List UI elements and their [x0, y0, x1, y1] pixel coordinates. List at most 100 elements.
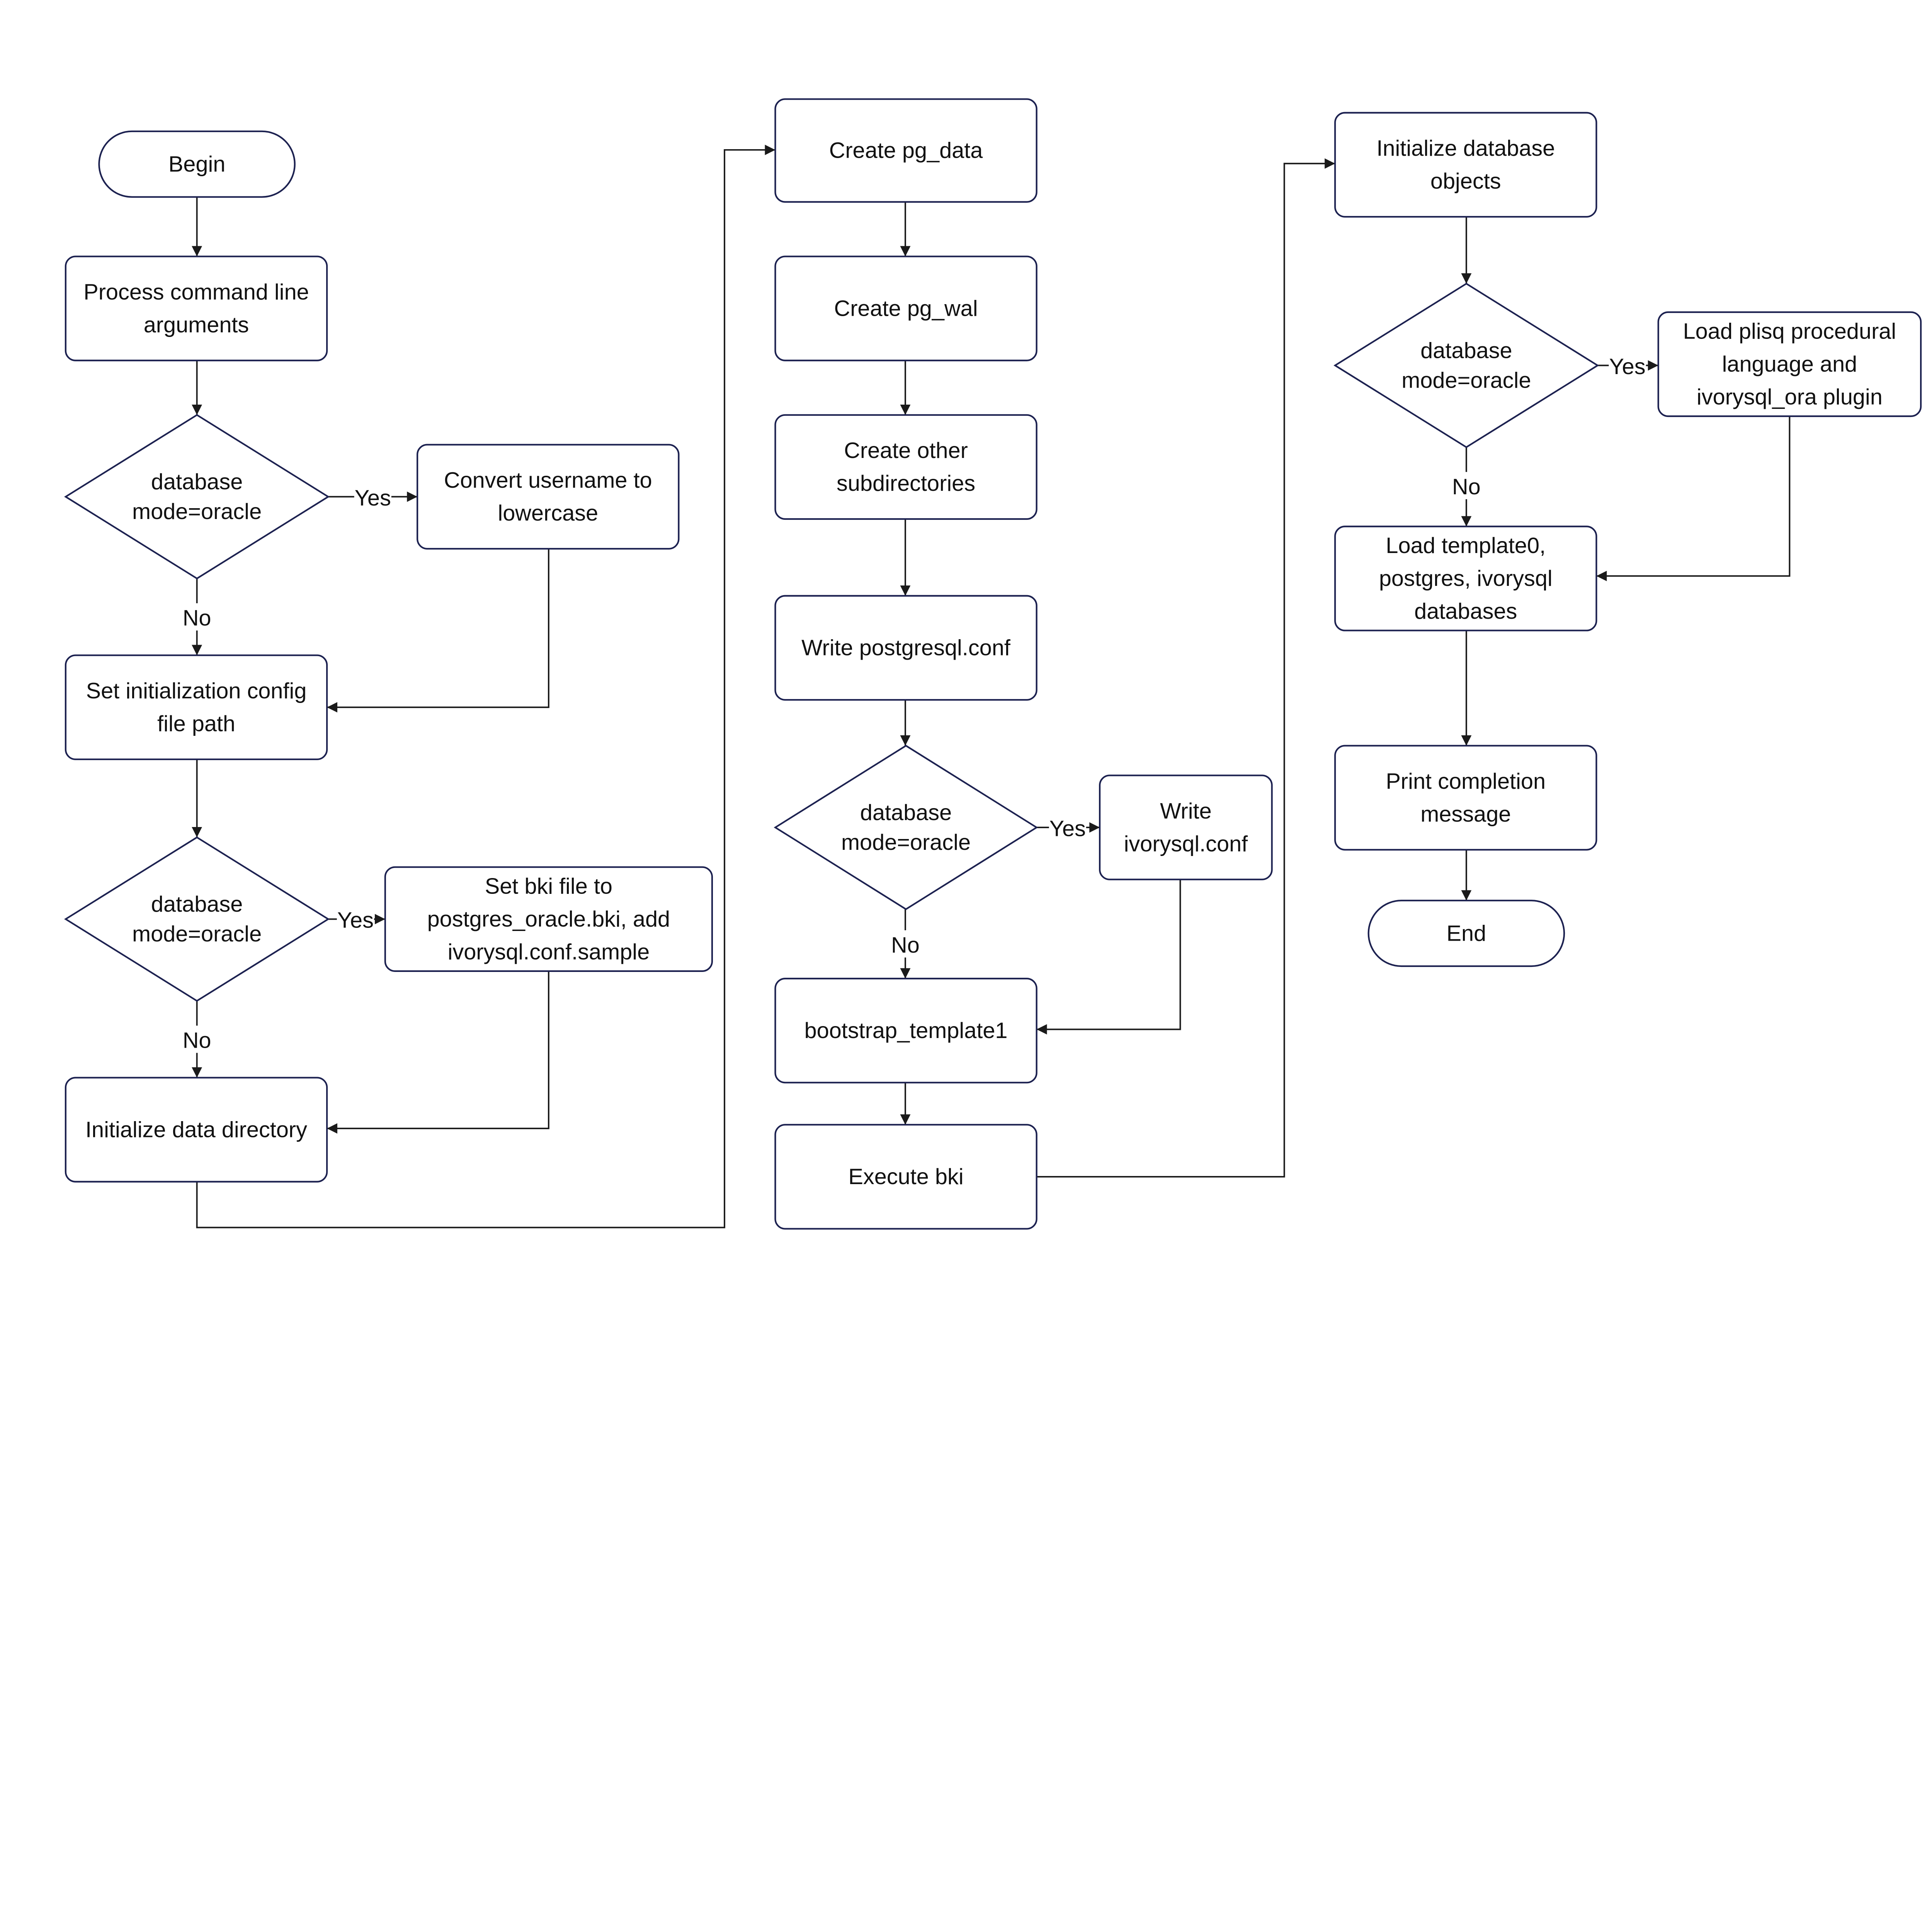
node-label-line: database — [151, 470, 243, 494]
edge-label-no: No — [183, 1028, 211, 1053]
node-label-line: databases — [1414, 599, 1517, 624]
node-label-line: ivorysql_ora plugin — [1697, 385, 1883, 410]
terminal-box — [1367, 900, 1565, 967]
edge-label-bg — [337, 905, 374, 933]
process-box — [65, 1077, 328, 1183]
terminal-box — [98, 130, 296, 198]
node-label-line: ivorysql.conf — [1124, 832, 1248, 856]
edge-label-bg — [1049, 813, 1086, 841]
node-label: Set bki file to postgres_oracle.bki, add i… — [427, 874, 670, 965]
node-label-line: Create pg_wal — [834, 296, 978, 321]
node-create-pg-data: Create pg_data — [774, 98, 1037, 203]
node-label-line: language and — [1722, 352, 1857, 377]
node-begin: Begin — [98, 130, 296, 198]
process-box — [774, 98, 1037, 203]
process-box — [774, 595, 1037, 701]
node-label-line: mode=oracle — [132, 499, 262, 524]
edge-label-bg — [886, 930, 924, 958]
edge-load-plisql-to-load-templates — [1596, 416, 1791, 581]
node-label: Create other subdirectories — [837, 438, 975, 496]
edge-label-no: No — [1452, 475, 1481, 499]
process-box — [417, 444, 680, 550]
node-set-config-path: Set initialization config file path — [65, 654, 328, 760]
process-box — [1334, 745, 1597, 851]
node-label-line: ivorysql.conf.sample — [448, 939, 650, 964]
decision-diamond — [1333, 283, 1599, 448]
node-label-line: Write — [1160, 799, 1212, 824]
node-label-line: postgres_oracle.bki, add — [427, 907, 670, 932]
node-label-line: Execute bki — [848, 1164, 963, 1189]
edge-set-bki-to-init-data-dir — [327, 971, 549, 1134]
node-decision4: database mode=oracle — [1333, 283, 1599, 448]
node-decision1: database mode=oracle — [64, 414, 330, 580]
node-init-data-dir: Initialize data directory — [65, 1077, 328, 1183]
node-label-line: Set initialization config — [86, 679, 307, 703]
process-box — [1334, 112, 1597, 218]
edge-label-bg — [354, 483, 391, 511]
process-box — [384, 866, 713, 972]
node-label-line: database — [1420, 338, 1512, 363]
edge-label-no: No — [183, 606, 211, 631]
node-label-line: subdirectories — [837, 471, 975, 496]
edge-execute-bki-to-init-db-objects — [1036, 158, 1335, 1178]
node-label-line: lowercase — [498, 501, 598, 526]
node-decision2: database mode=oracle — [64, 836, 330, 1002]
node-label-line: mode=oracle — [1401, 368, 1531, 393]
process-box — [774, 414, 1037, 520]
process-box — [1657, 311, 1922, 417]
node-label: Write ivorysql.conf — [1124, 799, 1248, 856]
node-label-line: database — [151, 892, 243, 917]
node-execute-bki: Execute bki — [774, 1124, 1037, 1230]
process-box — [65, 654, 328, 760]
node-label-line: Initialize database — [1376, 136, 1555, 161]
edge-label-yes: Yes — [1049, 817, 1086, 841]
node-label-line: Begin — [168, 152, 226, 177]
node-label-line: Create pg_data — [829, 138, 983, 163]
edge-label-yes: Yes — [355, 486, 391, 511]
node-label: database mode=oracle — [132, 892, 262, 946]
edge-label-no: No — [891, 933, 920, 958]
node-label: database mode=oracle — [132, 470, 262, 524]
edge-write-ivorysql-conf-to-bootstrap-template1 — [1036, 879, 1181, 1035]
node-label: database mode=oracle — [1401, 338, 1531, 393]
node-label: Print completion message — [1386, 769, 1546, 827]
node-label-line: message — [1420, 802, 1511, 827]
process-box — [774, 255, 1037, 361]
node-label-line: file path — [157, 711, 235, 736]
node-label: Create pg_data — [829, 138, 983, 163]
edge-convert-username-to-set-config-path — [327, 548, 549, 713]
process-box — [774, 1124, 1037, 1230]
node-label: Execute bki — [848, 1164, 963, 1189]
node-label-line: Set bki file to — [485, 874, 612, 899]
process-box — [1099, 774, 1273, 880]
node-label-line: Print completion — [1386, 769, 1546, 794]
node-label-line: mode=oracle — [132, 922, 262, 946]
edge-label-bg — [178, 1025, 216, 1053]
node-label-line: Initialize data directory — [85, 1117, 307, 1142]
node-end: End — [1367, 900, 1565, 967]
node-bootstrap-template1: bootstrap_template1 — [774, 978, 1037, 1084]
node-label-line: Write postgresql.conf — [801, 636, 1011, 660]
node-label-line: Create other — [844, 438, 968, 463]
edges-layer — [192, 145, 1791, 1229]
node-label-line: bootstrap_template1 — [804, 1018, 1008, 1043]
node-label-line: arguments — [144, 313, 249, 337]
node-label-line: Load template0, — [1386, 533, 1546, 558]
node-create-subdirs: Create other subdirectories — [774, 414, 1037, 520]
node-create-pg-wal: Create pg_wal — [774, 255, 1037, 361]
node-label-line: Load plisq procedural — [1683, 319, 1896, 344]
node-label: Initialize data directory — [85, 1117, 307, 1142]
node-label: Load plisq procedural language and ivorysq… — [1683, 319, 1896, 410]
edge-init-data-dir-to-create-pg-data — [196, 145, 776, 1229]
